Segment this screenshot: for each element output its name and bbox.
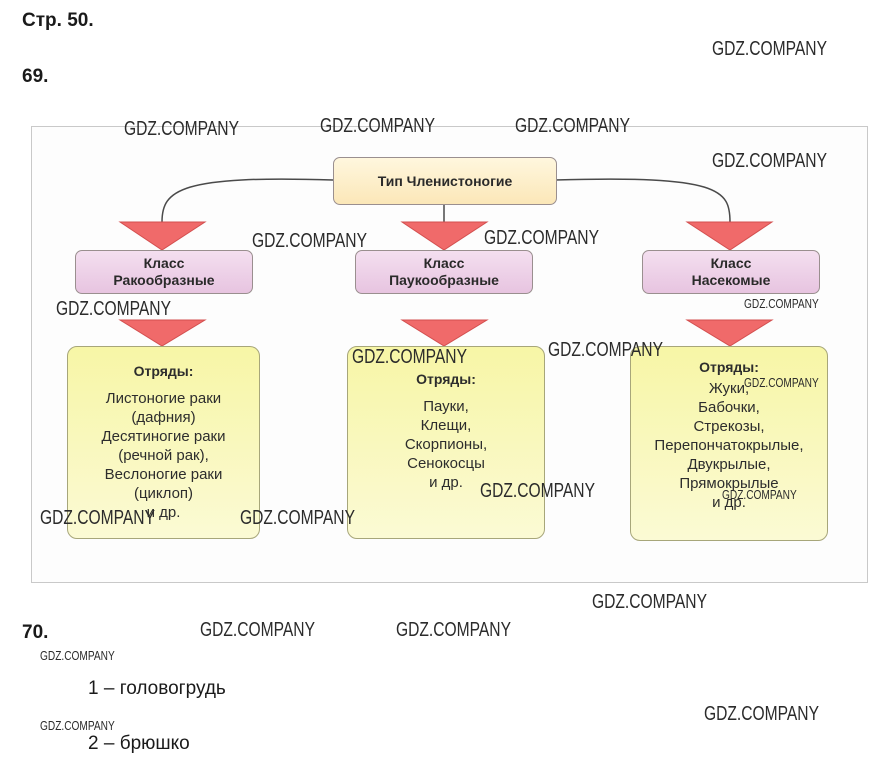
list-item: Десятиногие раки	[101, 428, 226, 445]
watermark: GDZ.COMPANY	[320, 115, 435, 137]
answer-1: 1 – головогрудь	[88, 678, 226, 699]
list-item: (дафния)	[131, 409, 196, 426]
watermark: GDZ.COMPANY	[40, 718, 115, 733]
list-item: Прямокрылые	[679, 475, 779, 492]
page-reference: Стр. 50.	[22, 10, 94, 31]
watermark: GDZ.COMPANY	[200, 619, 315, 641]
list-item: Сенокосцы	[407, 455, 485, 472]
orders-box-3: Отряды: Жуки, Бабочки, Стрекозы, Перепон…	[630, 346, 828, 541]
watermark: GDZ.COMPANY	[56, 298, 171, 320]
arrow-to-orders-1	[118, 319, 207, 347]
list-item: и др.	[146, 504, 181, 521]
list-item: (речной рак),	[118, 447, 209, 464]
watermark: GDZ.COMPANY	[592, 591, 707, 613]
class-2-line1: Класс	[423, 255, 465, 271]
orders-title-2: Отряды:	[416, 371, 476, 387]
class-3-line2: Насекомые	[691, 272, 771, 288]
watermark: GDZ.COMPANY	[704, 703, 819, 725]
orders-title-1: Отряды:	[133, 363, 194, 379]
watermark: GDZ.COMPANY	[480, 480, 595, 502]
task-number-70: 70.	[22, 622, 49, 643]
watermark: GDZ.COMPANY	[124, 118, 239, 140]
list-item: Жуки,	[708, 380, 750, 397]
root-label: Тип Членистоногие	[377, 172, 513, 189]
watermark: GDZ.COMPANY	[744, 296, 819, 311]
watermark: GDZ.COMPANY	[252, 230, 367, 252]
class-3-line1: Класс	[710, 255, 752, 271]
connector-left	[161, 178, 334, 223]
list-item: и др.	[712, 494, 746, 511]
list-item: Пауки,	[423, 398, 469, 415]
orders-list-1: Листоногие раки (дафния) Десятиногие рак…	[68, 389, 259, 522]
answer-2: 2 – брюшко	[88, 733, 190, 754]
list-item: и др.	[429, 474, 463, 491]
arrow-to-class-3	[685, 221, 774, 251]
list-item: Скорпионы,	[404, 436, 488, 453]
watermark: GDZ.COMPANY	[240, 507, 355, 529]
orders-list-3: Жуки, Бабочки, Стрекозы, Перепончатокрыл…	[631, 379, 827, 512]
arrow-to-class-2	[400, 221, 489, 251]
watermark: GDZ.COMPANY	[744, 375, 819, 390]
watermark: GDZ.COMPANY	[484, 227, 599, 249]
class-2-line2: Паукообразные	[389, 272, 499, 288]
watermark: GDZ.COMPANY	[40, 507, 155, 529]
watermark: GDZ.COMPANY	[722, 487, 797, 502]
watermark: GDZ.COMPANY	[352, 346, 467, 368]
watermark: GDZ.COMPANY	[548, 339, 663, 361]
list-item: (циклоп)	[133, 485, 194, 502]
watermark: GDZ.COMPANY	[712, 150, 827, 172]
watermark: GDZ.COMPANY	[40, 648, 115, 663]
list-item: Двукрылые,	[687, 456, 771, 473]
watermark: GDZ.COMPANY	[712, 38, 827, 60]
list-item: Клещи,	[420, 417, 472, 434]
orders-box-2: Отряды: Пауки, Клещи, Скорпионы, Сенокос…	[347, 346, 545, 539]
arrow-to-class-1	[118, 221, 207, 251]
orders-box-1: Отряды: Листоногие раки (дафния) Десятин…	[67, 346, 260, 539]
watermark: GDZ.COMPANY	[515, 115, 630, 137]
root-node: Тип Членистоногие	[333, 157, 557, 205]
list-item: Бабочки,	[698, 399, 760, 416]
watermark: GDZ.COMPANY	[396, 619, 511, 641]
list-item: Перепончатокрылые,	[654, 437, 804, 454]
task-number-69: 69.	[22, 66, 49, 87]
class-1-line2: Ракообразные	[113, 272, 215, 288]
list-item: Стрекозы,	[693, 418, 765, 435]
class-1-line1: Класс	[143, 255, 185, 271]
orders-list-2: Пауки, Клещи, Скорпионы, Сенокосцы и др.	[348, 397, 544, 492]
connector-right	[554, 178, 731, 223]
arrow-to-orders-3	[685, 319, 774, 347]
arrow-to-orders-2	[400, 319, 489, 347]
list-item: Веслоногие раки	[104, 466, 223, 483]
orders-title-3: Отряды:	[699, 359, 759, 375]
list-item: Листоногие раки	[105, 390, 222, 407]
